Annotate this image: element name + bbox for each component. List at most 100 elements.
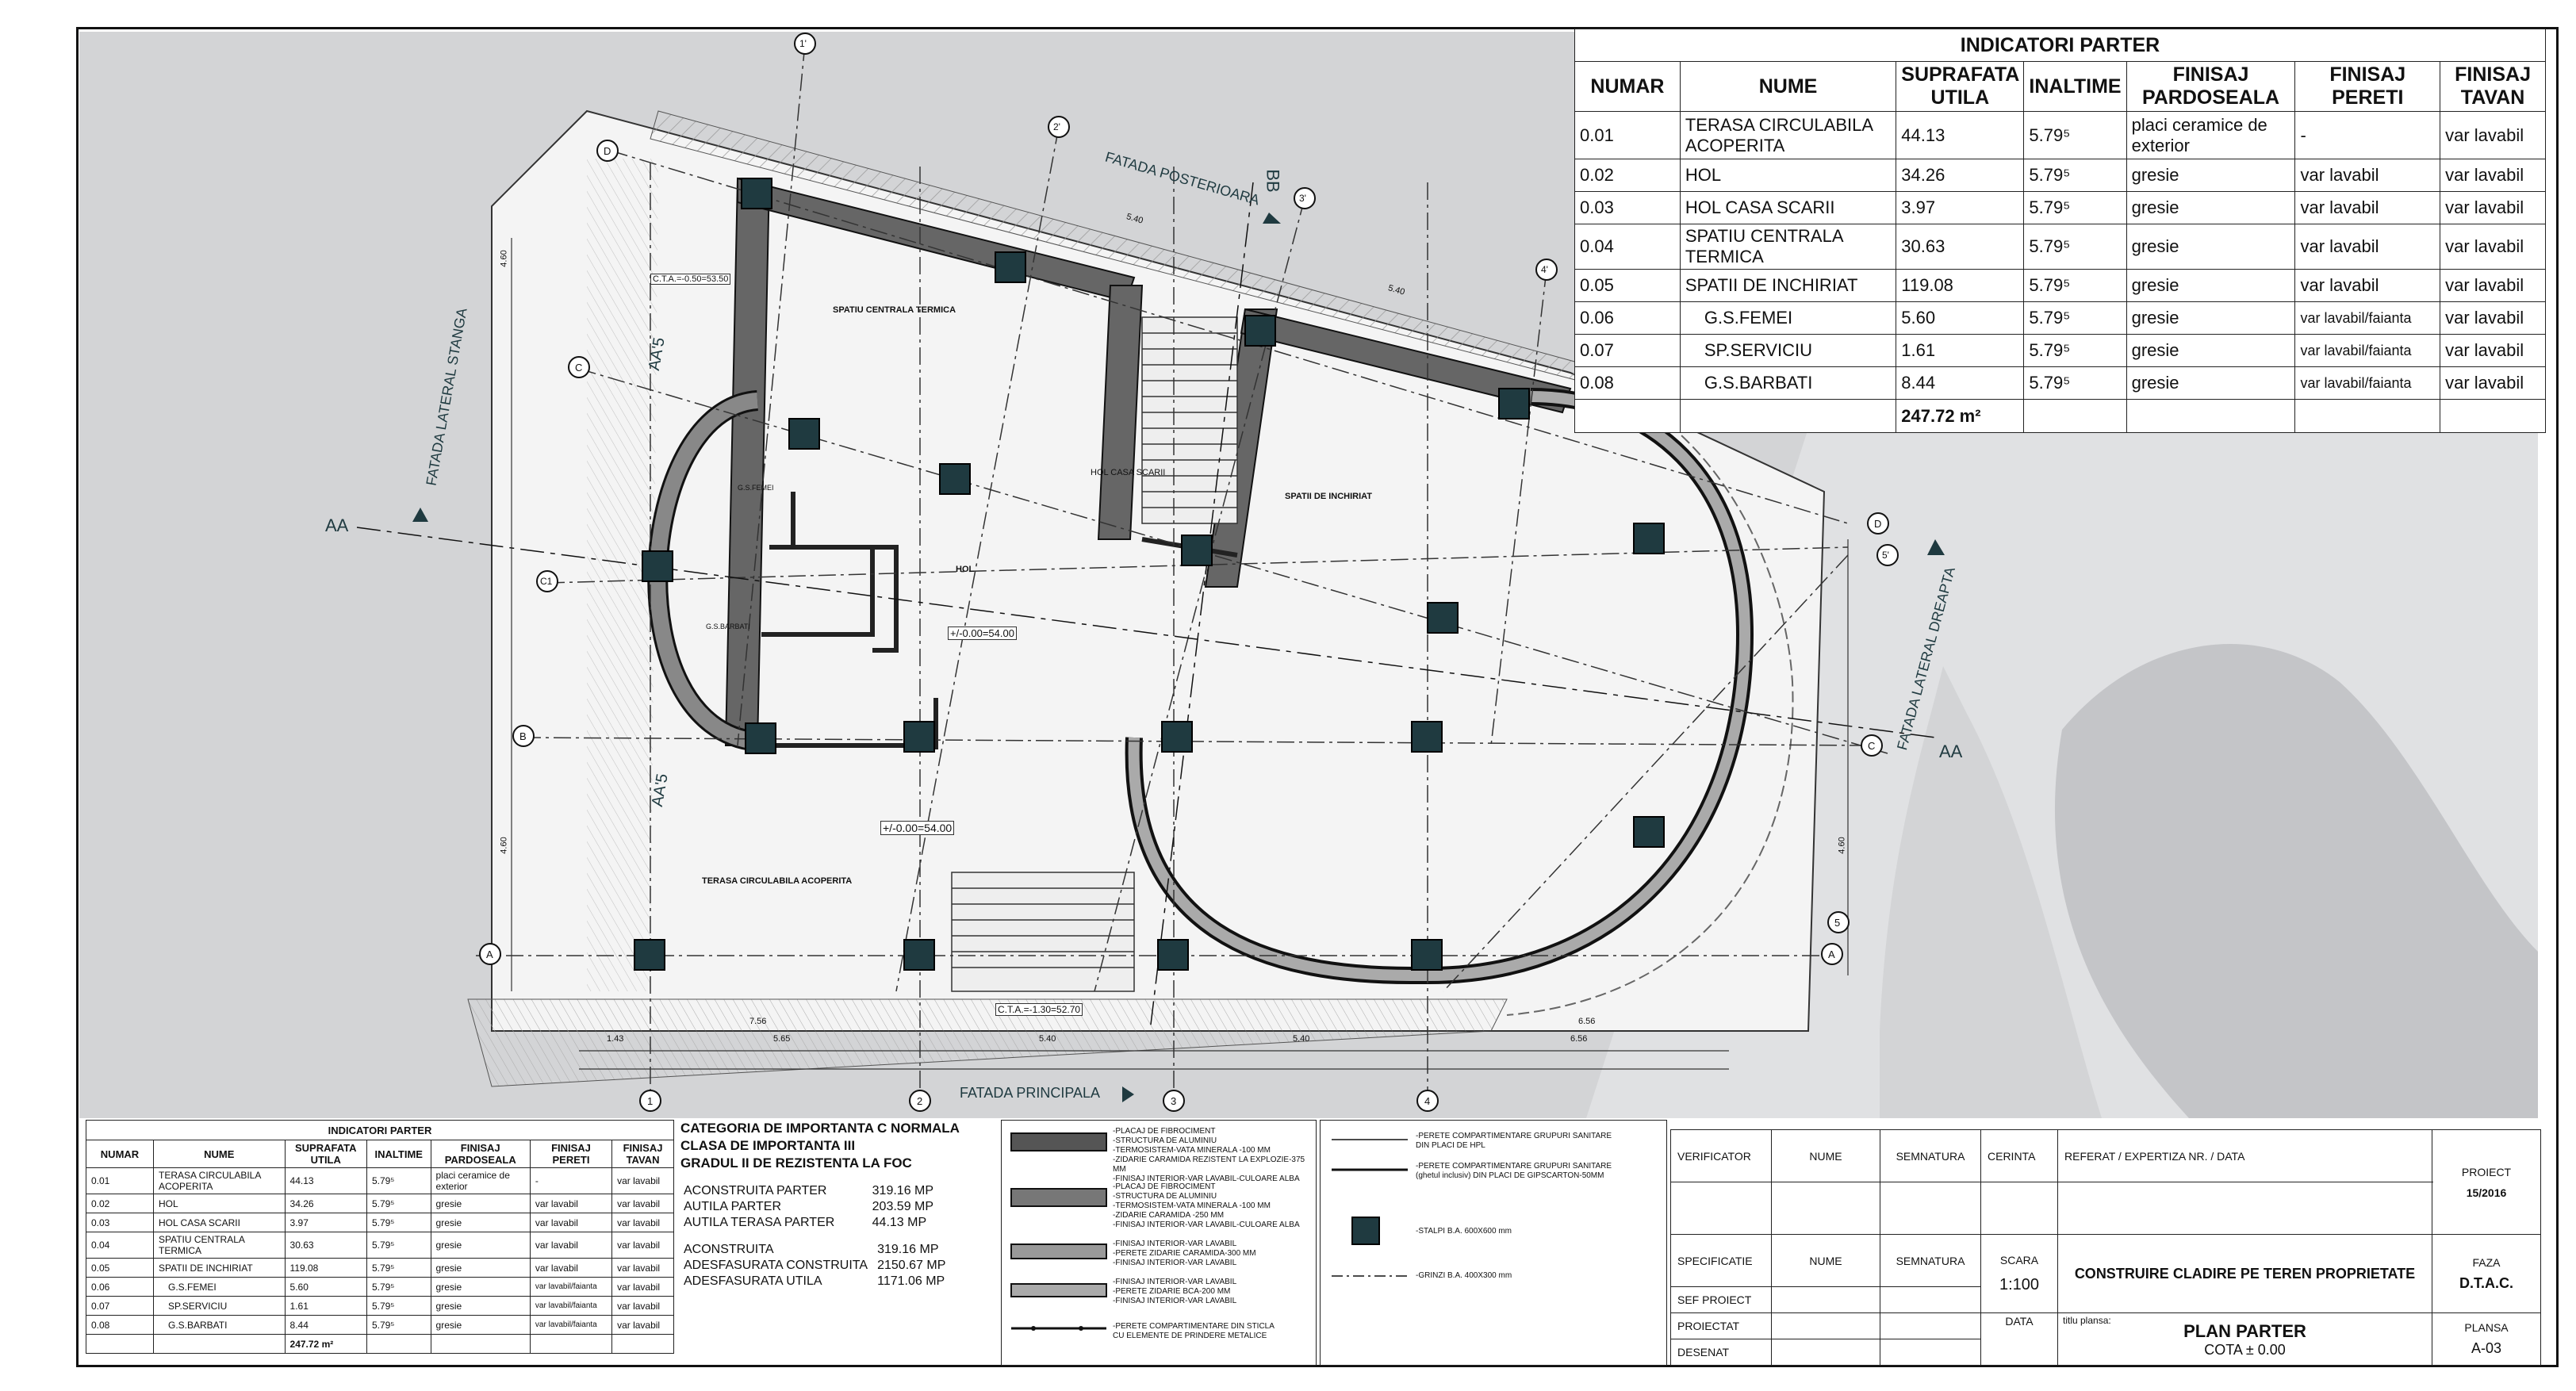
- cell: 1.61: [1896, 334, 2025, 367]
- legend-wall2-l5: -FINISAJ INTERIOR-VAR LAVABIL-CULOARE AL…: [1113, 1220, 1300, 1229]
- tb-verificator: VERIFICATOR: [1670, 1129, 1772, 1182]
- cell: 5.79⁵: [366, 1213, 431, 1232]
- dim-6: 6.56: [1578, 1017, 1596, 1026]
- axis-label-1p: 1': [799, 38, 807, 49]
- area-label: ACONSTRUITA PARTER: [684, 1184, 827, 1197]
- section-bb-top: BB: [1263, 169, 1283, 193]
- tb-proiect-label: PROIECT: [2461, 1165, 2512, 1178]
- room-terasa-label: TERASA CIRCULABILA ACOPERITA: [702, 876, 853, 886]
- axis-label-d-right: D: [1874, 518, 1882, 530]
- dim-7: 1.43: [607, 1034, 624, 1044]
- cell: 5.79⁵: [2023, 224, 2127, 270]
- cell: 0.01: [86, 1167, 154, 1194]
- legend-grinzi: -GRINZI B.A. 400X300 mm: [1416, 1271, 1512, 1280]
- cell: var lavabil/faianta: [529, 1296, 613, 1316]
- cell: SPATII DE INCHIRIAT: [152, 1258, 286, 1278]
- cell: gresie: [2126, 191, 2296, 224]
- cell: 0.01: [1574, 111, 1681, 159]
- area-label: ADESFASURATA CONSTRUITA: [684, 1259, 868, 1272]
- tb-cerinta: CERINTA: [1980, 1129, 2058, 1182]
- tb-scara: 1:100: [1999, 1275, 2040, 1293]
- total-area: 247.72 m²: [1896, 399, 2025, 433]
- cell: gresie: [430, 1277, 531, 1297]
- cell: [2126, 399, 2296, 433]
- cell: var lavabil: [529, 1194, 613, 1213]
- cell: 5.79⁵: [366, 1315, 431, 1335]
- columns: [634, 178, 1665, 971]
- dimension-lines: [511, 238, 1849, 1070]
- cell: SPATIU CENTRALA TERMICA: [1679, 224, 1897, 270]
- room-gs-barbati-label: G.S.BARBATI: [706, 623, 750, 630]
- cell: var lavabil: [611, 1213, 674, 1232]
- cell: 30.63: [284, 1232, 367, 1259]
- cell: [1670, 1182, 1772, 1235]
- legend-partition1-l1: -PERETE COMPARTIMENTARE GRUPURI SANITARE: [1416, 1132, 1612, 1140]
- cell: var lavabil/faianta: [529, 1277, 613, 1297]
- cell: [1771, 1312, 1880, 1339]
- col-nume-small: NUME: [152, 1140, 286, 1168]
- dim-2: 5.40: [1039, 1034, 1056, 1044]
- cell: var lavabil: [611, 1232, 674, 1259]
- tb-nume-2: NUME: [1771, 1234, 1880, 1287]
- category-line-2: CLASA DE IMPORTANTA III: [680, 1138, 856, 1153]
- cell: [1771, 1182, 1880, 1235]
- cell: 44.13: [1896, 111, 2025, 159]
- drawing-frame: [76, 27, 2559, 1367]
- col-pereti: FINISAJ PERETI: [2294, 61, 2441, 112]
- tb-semnatura: SEMNATURA: [1880, 1129, 1981, 1182]
- col-pardoseala-small: FINISAJ PARDOSEALA: [430, 1140, 531, 1168]
- cell: var lavabil/faianta: [2294, 366, 2441, 400]
- col-nume: NUME: [1679, 61, 1897, 112]
- cell: 0.04: [1574, 224, 1681, 270]
- room-hol-scari-label: HOL CASA SCARII: [1091, 468, 1166, 477]
- tb-sef-proiect: SEF PROIECT: [1670, 1286, 1772, 1313]
- cell: 0.04: [86, 1232, 154, 1259]
- cell: SPATIU CENTRALA TERMICA: [152, 1232, 286, 1259]
- cell: G.S.FEMEI: [1679, 301, 1897, 335]
- cell: SP.SERVICIU: [1679, 334, 1897, 367]
- legend-wall2-l3: -TERMOSISTEM-VATA MINERALA -100 MM: [1113, 1201, 1271, 1210]
- dim-3: 5.40: [1293, 1034, 1310, 1044]
- cell: var lavabil: [529, 1232, 613, 1259]
- cell: 5.79⁵: [366, 1194, 431, 1213]
- cell: 0.06: [86, 1277, 154, 1297]
- col-pereti-small: FINISAJ PERETI: [529, 1140, 613, 1168]
- cell: gresie: [2126, 269, 2296, 302]
- axis-label-b: B: [519, 730, 527, 742]
- cell: HOL: [1679, 159, 1897, 192]
- axis-label-4: 4: [1424, 1095, 1431, 1107]
- cell: [529, 1334, 613, 1354]
- cell: TERASA CIRCULABILA ACOPERITA: [152, 1167, 286, 1194]
- dim-9: 4.60: [499, 837, 509, 854]
- cell: [2294, 399, 2441, 433]
- cell: 0.02: [1574, 159, 1681, 192]
- area-value: 203.59 MP: [872, 1200, 934, 1213]
- cell: [1880, 1182, 1981, 1235]
- tb-project-title: CONSTRUIRE CLADIRE PE TEREN PROPRIETATE: [2057, 1234, 2432, 1313]
- cell: 3.97: [284, 1213, 367, 1232]
- col-tavan: FINISAJ TAVAN: [2440, 61, 2546, 112]
- legend-walls: -PLACAJ DE FIBROCIMENT -STRUCTURA DE ALU…: [1001, 1120, 1317, 1366]
- cell: [1980, 1182, 2058, 1235]
- cell: placi ceramice de exterior: [2126, 111, 2296, 159]
- dim-10: 4.60: [1837, 837, 1847, 854]
- tb-proiectat: PROIECTAT: [1670, 1312, 1772, 1339]
- cell: gresie: [2126, 301, 2296, 335]
- cell: var lavabil: [2440, 191, 2546, 224]
- axis-markers: [479, 33, 1899, 1112]
- tb-scara-label: SCARA: [1999, 1253, 2039, 1266]
- indicators-table-small: INDICATORI PARTER NUMAR NUME SUPRAFATA U…: [86, 1120, 674, 1354]
- title-block: VERIFICATOR NUME SEMNATURA CERINTA REFER…: [1670, 1129, 2541, 1366]
- axis-label-3: 3: [1171, 1095, 1177, 1107]
- tb-semnatura-2: SEMNATURA: [1880, 1234, 1981, 1287]
- cell: 0.08: [1574, 366, 1681, 400]
